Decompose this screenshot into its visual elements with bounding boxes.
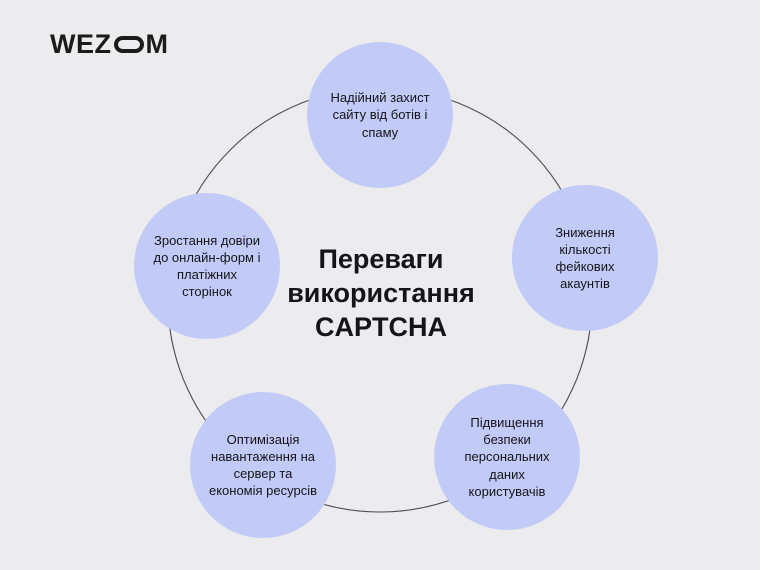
benefit-node-bottom-right-label: Підвищення безпеки персональних даних ко…: [464, 415, 550, 499]
benefit-node-top-label: Надійний захист сайту від ботів і спаму: [330, 90, 430, 140]
wezom-logo: WEZ M: [50, 30, 169, 58]
benefit-node-bottom-left-label: Оптимізація навантаження на сервер та ек…: [208, 431, 318, 499]
benefit-node-top[interactable]: Надійний захист сайту від ботів і спаму: [307, 42, 453, 188]
logo-text-part-one: WEZ: [50, 28, 112, 59]
diagram-center-title: Переваги використання CAPTCHA: [287, 244, 475, 342]
benefit-node-right[interactable]: Зниження кількості фейкових акаунтів: [512, 185, 658, 331]
benefit-node-left[interactable]: Зростання довіри до онлайн-форм і платіж…: [134, 193, 280, 339]
stadium-o-icon: [113, 35, 144, 53]
benefit-node-right-label: Зниження кількості фейкових акаунтів: [555, 224, 615, 292]
benefit-node-left-label: Зростання довіри до онлайн-форм і платіж…: [153, 232, 261, 300]
wezom-wordmark: WEZ M: [50, 28, 169, 59]
benefit-node-bottom-right[interactable]: Підвищення безпеки персональних даних ко…: [434, 384, 580, 530]
logo-text-part-two: M: [145, 28, 169, 59]
benefit-node-bottom-left[interactable]: Оптимізація навантаження на сервер та ек…: [190, 392, 336, 538]
